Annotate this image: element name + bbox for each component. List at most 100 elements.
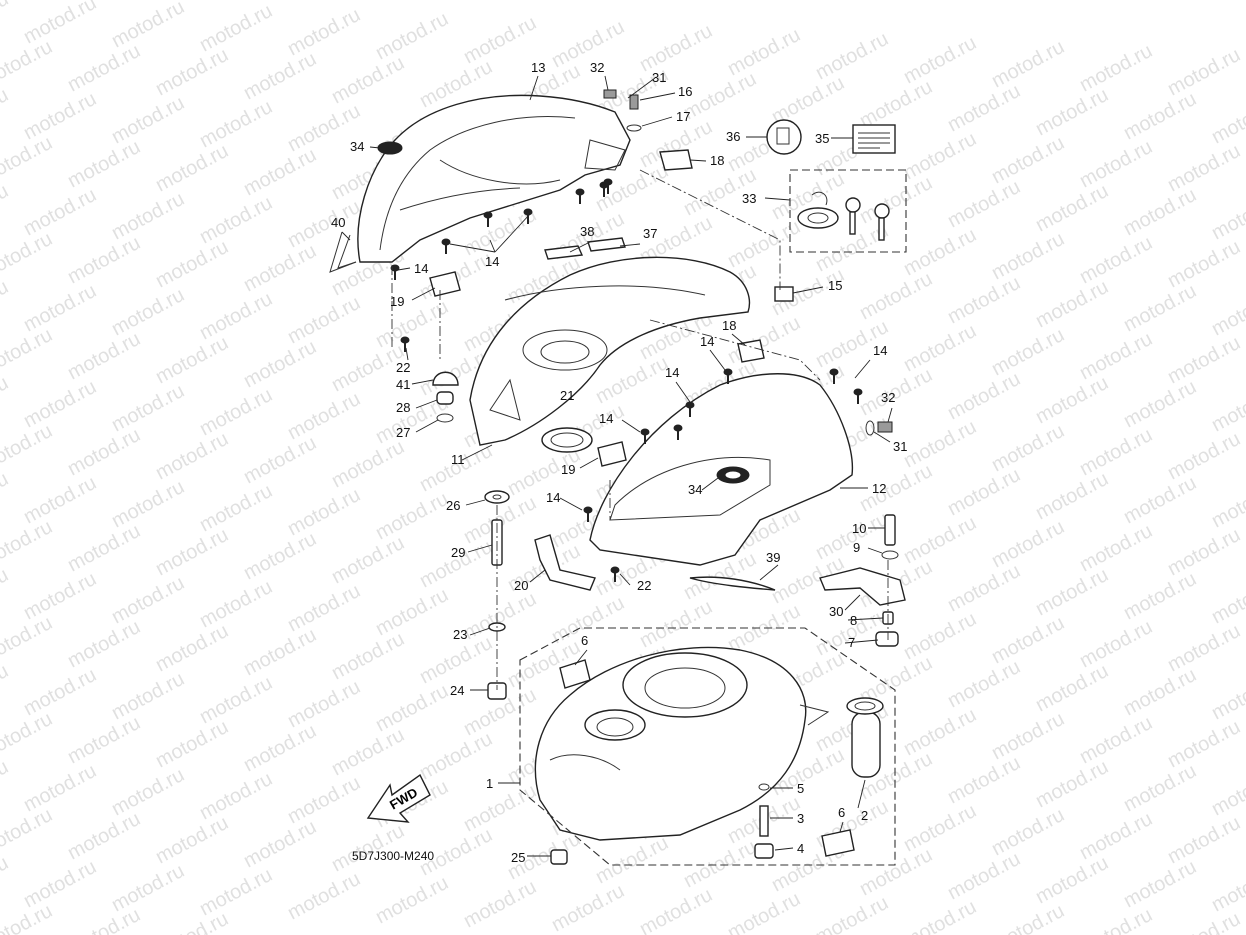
callout-27: 27 <box>396 425 410 440</box>
leader-line <box>411 287 436 301</box>
fuel-tank-part-1 <box>534 646 830 841</box>
watermark-text: motod.ru <box>284 388 364 444</box>
watermark-text: motod.ru <box>152 716 232 772</box>
watermark-text: motod.ru <box>856 172 936 228</box>
watermark-text: motod.ru <box>636 20 716 76</box>
watermark-text: motod.ru <box>152 44 232 100</box>
watermark-text: motod.ru <box>152 812 232 868</box>
callout-1: 1 <box>486 776 493 791</box>
callout-40: 40 <box>331 215 345 230</box>
callout-19: 19 <box>561 462 575 477</box>
watermark-text: motod.ru <box>20 0 100 48</box>
watermark-text: motod.ru <box>0 84 12 140</box>
callout-11: 11 <box>451 452 465 467</box>
watermark-text: motod.ru <box>460 876 540 932</box>
watermark-text: motod.ru <box>240 720 320 776</box>
watermark-text: motod.ru <box>284 484 364 540</box>
watermark-text: motod.ru <box>196 192 276 248</box>
callout-6: 6 <box>581 633 588 648</box>
callout-2: 2 <box>861 808 868 823</box>
watermark-text: motod.ru <box>108 860 188 916</box>
callout-14: 14 <box>485 254 499 269</box>
watermark-text: motod.ru <box>108 668 188 724</box>
watermark-text: motod.ru <box>1208 380 1246 436</box>
watermark-text: motod.ru <box>0 132 56 188</box>
watermark-text: motod.ru <box>240 816 320 872</box>
watermark-text: motod.ru <box>0 756 12 812</box>
watermark-text: motod.ru <box>1120 184 1200 240</box>
watermark-text: motod.ru <box>988 132 1068 188</box>
watermark-text: motod.ru <box>0 36 56 92</box>
watermark-text: motod.ru <box>1032 564 1112 620</box>
watermark-text: motod.ru <box>988 36 1068 92</box>
leader-line <box>461 444 493 461</box>
callout-21: 21 <box>560 388 574 403</box>
watermark-text: motod.ru <box>988 612 1068 668</box>
callout-18: 18 <box>722 318 736 333</box>
watermark-text: motod.ru <box>1164 524 1244 580</box>
callout-15: 15 <box>828 278 842 293</box>
leader-line <box>854 359 871 379</box>
watermark-text: motod.ru <box>1032 180 1112 236</box>
watermark-text: motod.ru <box>856 844 936 900</box>
watermark-text: motod.ru <box>856 268 936 324</box>
leader-line <box>619 243 641 247</box>
watermark-text: motod.ru <box>20 856 100 912</box>
watermark-text: motod.ru <box>1076 808 1156 864</box>
callout-22: 22 <box>396 360 410 375</box>
watermark-text: motod.ru <box>0 228 56 284</box>
watermark-text: motod.ru <box>64 904 144 935</box>
callout-14: 14 <box>414 261 428 276</box>
callout-14: 14 <box>546 490 560 505</box>
watermark-text: motod.ru <box>944 656 1024 712</box>
watermark-text: motod.ru <box>1208 92 1246 148</box>
watermark-text: motod.ru <box>20 184 100 240</box>
watermark-text: motod.ru <box>64 424 144 480</box>
leader-line <box>411 379 434 385</box>
watermark-text: motod.ru <box>1076 328 1156 384</box>
watermark-text: motod.ru <box>196 288 276 344</box>
leader-line <box>579 457 599 469</box>
callout-26: 26 <box>446 498 460 513</box>
leader-line <box>574 649 588 666</box>
leader-line <box>405 347 409 361</box>
watermark-text: motod.ru <box>108 284 188 340</box>
leader-line <box>689 159 707 162</box>
leader-line <box>709 349 726 371</box>
leader-line <box>844 639 879 644</box>
callout-32: 32 <box>590 60 604 75</box>
watermark-text: motod.ru <box>284 292 364 348</box>
callout-5: 5 <box>797 781 804 796</box>
leader-line <box>604 75 609 91</box>
callout-8: 8 <box>850 613 857 628</box>
watermark-text: motod.ru <box>64 520 144 576</box>
watermark-text: motod.ru <box>1032 276 1112 332</box>
leader-line <box>619 573 631 586</box>
watermark-text: motod.ru <box>944 848 1024 904</box>
watermark-text: motod.ru <box>0 660 12 716</box>
side-cover-part-12 <box>589 373 854 566</box>
watermark-text: motod.ru <box>548 880 628 935</box>
callout-29: 29 <box>451 545 465 560</box>
callout-9: 9 <box>853 540 860 555</box>
watermark-text: motod.ru <box>1164 140 1244 196</box>
watermark-text: motod.ru <box>900 128 980 184</box>
leader-line <box>774 847 794 851</box>
watermark-text: motod.ru <box>900 224 980 280</box>
watermark-text: motod.ru <box>460 588 540 644</box>
callout-4: 4 <box>797 841 804 856</box>
watermark-text: motod.ru <box>1076 616 1156 672</box>
watermark-text: motod.ru <box>1032 756 1112 812</box>
watermark-text: motod.ru <box>372 8 452 64</box>
leader-line <box>489 239 496 253</box>
watermark-text: motod.ru <box>548 16 628 72</box>
watermark-text: motod.ru <box>20 568 100 624</box>
watermark-text: motod.ru <box>328 628 408 684</box>
watermark-text: motod.ru <box>900 416 980 472</box>
watermark-text: motod.ru <box>1120 472 1200 528</box>
callout-37: 37 <box>643 226 657 241</box>
leader-line <box>759 564 779 581</box>
watermark-text: motod.ru <box>64 232 144 288</box>
watermark-text: motod.ru <box>1164 716 1244 772</box>
watermark-text: motod.ru <box>0 468 12 524</box>
